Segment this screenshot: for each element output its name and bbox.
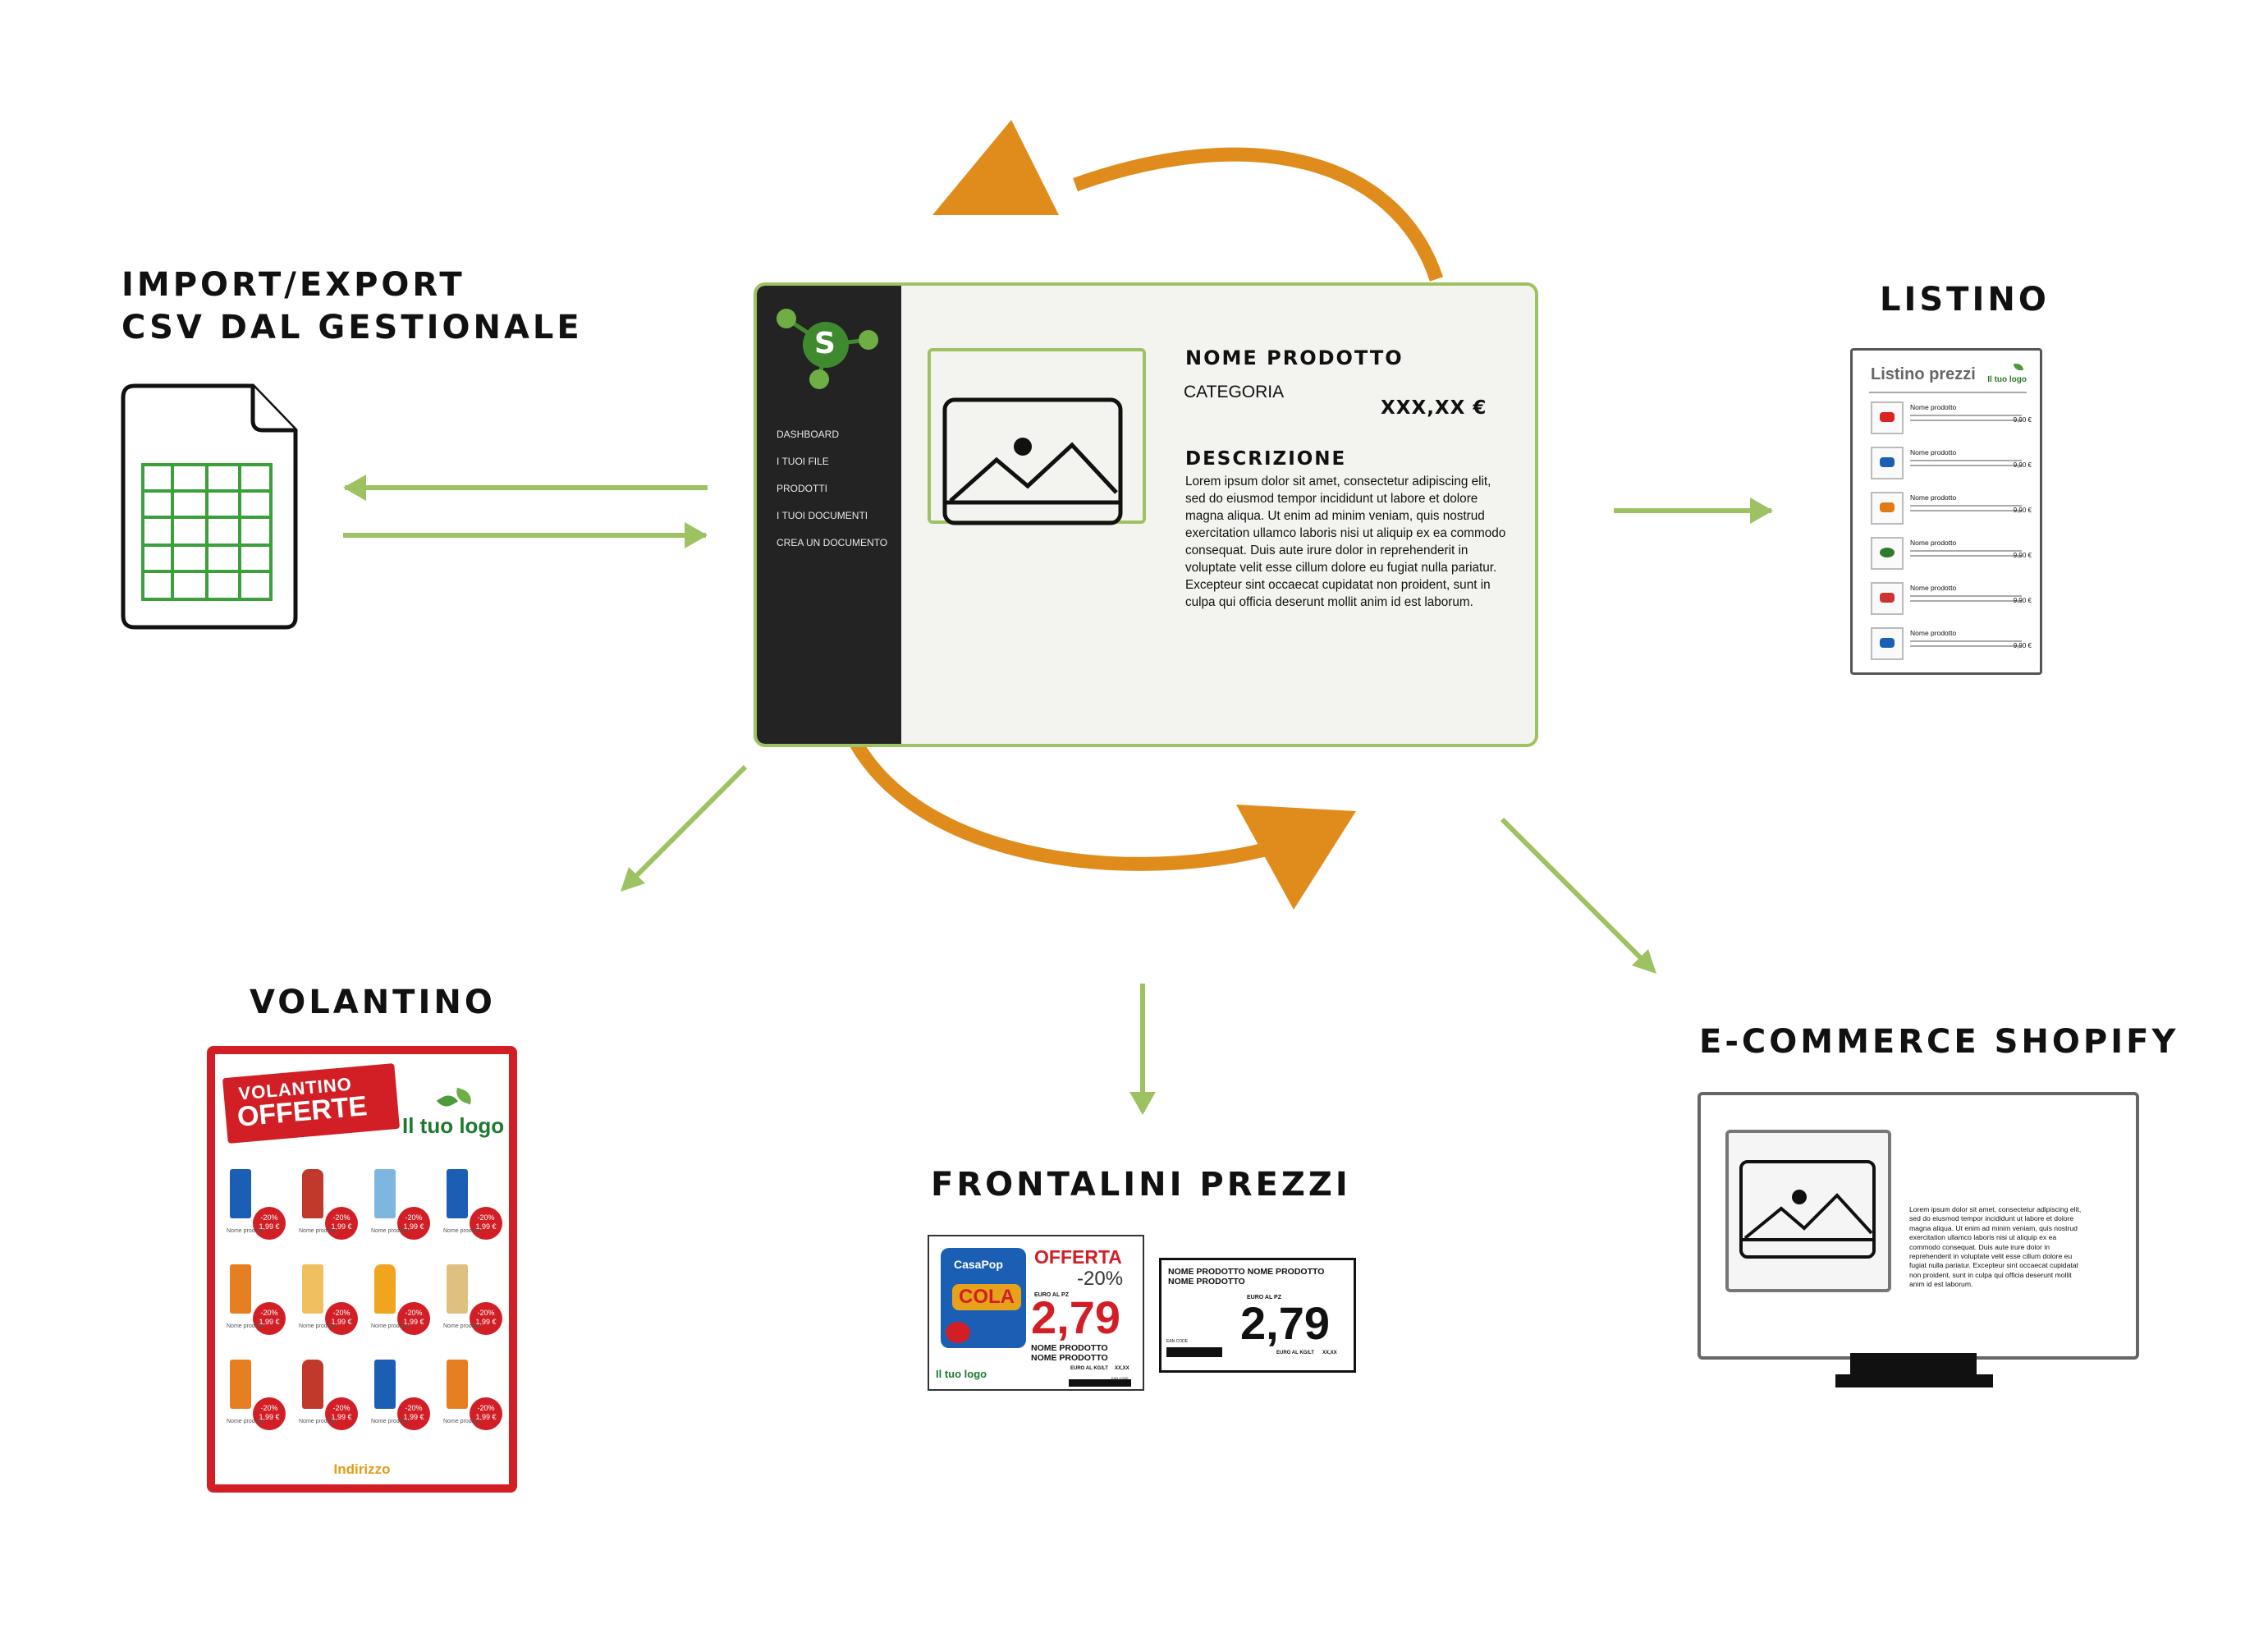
listino-row-price: 9,90 € bbox=[2013, 552, 2032, 559]
app-logo-letter: S bbox=[814, 327, 836, 360]
heading-import-export: IMPORT/EXPORT bbox=[121, 266, 465, 304]
listino-row-name: Nome prodotto bbox=[1910, 493, 1957, 502]
volantino-address: Indirizzo bbox=[333, 1461, 391, 1477]
price-tag-offer: CasaPop COLA OFFERTA -20% EURO AL PZ 2,7… bbox=[928, 1235, 1144, 1391]
listino-row-price: 9,90 € bbox=[2013, 642, 2032, 649]
listino-row-name: Nome prodotto bbox=[1910, 539, 1957, 547]
listino-row: Nome prodotto 9,90 € bbox=[1871, 537, 2032, 570]
flyer-product: -20%1,99 € Nome prodotto bbox=[438, 1355, 507, 1447]
csv-file-icon bbox=[121, 383, 298, 630]
heading-ecommerce: E-COMMERCE SHOPIFY bbox=[1699, 1023, 2179, 1061]
listino-row-name: Nome prodotto bbox=[1910, 584, 1957, 592]
description-title: DESCRIZIONE bbox=[1185, 448, 1347, 470]
product-image-box bbox=[928, 348, 1146, 525]
description-text: Lorem ipsum dolor sit amet, consectetur … bbox=[1185, 475, 1506, 609]
menu-item-create-document[interactable]: CREA UN DOCUMENTO bbox=[777, 537, 888, 548]
offer-discount: -20% bbox=[1077, 1268, 1124, 1290]
listino-row-name: Nome prodotto bbox=[1910, 629, 1957, 637]
barcode bbox=[1069, 1379, 1131, 1387]
heading-volantino: VOLANTINO bbox=[250, 984, 496, 1021]
app-logo-icon bbox=[777, 309, 878, 389]
offer-price: 2,79 bbox=[1031, 1291, 1120, 1343]
tag-logo: Il tuo logo bbox=[936, 1368, 987, 1380]
listino-logo-leaf-icon bbox=[2014, 364, 2023, 370]
arrow-to-ecommerce bbox=[1500, 817, 1656, 973]
cycle-arrowhead-bottom bbox=[1236, 805, 1356, 910]
flyer-product: -20%1,99 € Nome prodotto bbox=[438, 1259, 507, 1351]
listino-logo: Il tuo logo bbox=[1987, 375, 2027, 384]
flyer-product: -20%1,99 € Nome prodotto bbox=[222, 1164, 291, 1256]
flyer-product: -20%1,99 € Nome prodotto bbox=[366, 1259, 435, 1351]
flyer-product: -20%1,99 € Nome prodotto bbox=[222, 1259, 291, 1351]
product-category: CATEGORIA bbox=[1184, 383, 1285, 401]
product-title: NOME PRODOTTO bbox=[1185, 346, 1404, 369]
menu-item-products[interactable]: PRODOTTI bbox=[777, 483, 827, 494]
listino-row-price: 9,90 € bbox=[2013, 416, 2032, 424]
listino-row: Nome prodotto 9,90 € bbox=[1871, 582, 2032, 615]
flyer-product: -20%1,99 € Nome prodotto bbox=[366, 1164, 435, 1256]
listino-row: Nome prodotto 9,90 € bbox=[1871, 627, 2032, 660]
product-thumbnail bbox=[1871, 582, 1904, 615]
heading-listino: LISTINO bbox=[1880, 281, 2050, 319]
listino-row: Nome prodotto 9,90 € bbox=[1871, 401, 2032, 434]
listino-row-price: 9,90 € bbox=[2013, 461, 2032, 469]
listino-row-name: Nome prodotto bbox=[1910, 448, 1957, 456]
cycle-arrowhead-top bbox=[932, 120, 1059, 215]
listino-row-price: 9,90 € bbox=[2013, 597, 2032, 604]
listino-row: Nome prodotto 9,90 € bbox=[1871, 492, 2032, 525]
volantino-logo: Il tuo logo bbox=[402, 1113, 505, 1138]
image-placeholder-icon bbox=[942, 397, 1123, 525]
flyer-product: -20%1,99 € Nome prodotto bbox=[294, 1164, 363, 1256]
listino-row-price: 9,90 € bbox=[2013, 507, 2032, 514]
listino-divider bbox=[1869, 392, 2027, 393]
listino-sheet: Listino prezzi Il tuo logo Nome prodotto… bbox=[1850, 348, 2042, 675]
flyer-product: -20%1,99 € Nome prodotto bbox=[438, 1164, 507, 1256]
menu-item-documents[interactable]: I TUOI DOCUMENTI bbox=[777, 510, 868, 521]
standard-price: 2,79 bbox=[1240, 1297, 1330, 1349]
menu-item-dashboard[interactable]: DASHBOARD bbox=[777, 429, 840, 440]
flyer-product: -20%1,99 € Nome prodotto bbox=[294, 1259, 363, 1351]
price-tag-standard: NOME PRODOTTO NOME PRODOTTO NOME PRODOTT… bbox=[1159, 1258, 1356, 1373]
barcode bbox=[1166, 1347, 1222, 1357]
product-thumbnail bbox=[1871, 401, 1904, 434]
listino-row: Nome prodotto 9,90 € bbox=[1871, 447, 2032, 479]
flyer-product: -20%1,99 € Nome prodotto bbox=[294, 1355, 363, 1447]
listino-title: Listino prezzi bbox=[1871, 365, 1976, 383]
heading-frontalini: FRONTALINI PREZZI bbox=[931, 1166, 1351, 1204]
monitor-neck bbox=[1850, 1353, 1977, 1378]
offer-label: OFFERTA bbox=[1034, 1246, 1122, 1268]
cycle-arrow-bottom bbox=[847, 735, 1283, 871]
flyer-product: -20%1,99 € Nome prodotto bbox=[222, 1355, 291, 1447]
app-window: S DASHBOARD I TUOI FILE PRODOTTI I TUOI … bbox=[754, 282, 1538, 747]
menu-item-files[interactable]: I TUOI FILE bbox=[777, 456, 829, 467]
product-price: XXX,XX € bbox=[1381, 397, 1487, 419]
heading-csv-gestionale: CSV DAL GESTIONALE bbox=[121, 309, 583, 346]
volantino-flyer: VOLANTINO OFFERTE Il tuo logo -20%1,99 €… bbox=[207, 1046, 517, 1493]
logo-leaf-icon bbox=[929, 1236, 941, 1245]
logo-leaf-icon bbox=[436, 1091, 459, 1111]
volantino-banner: VOLANTINO OFFERTE bbox=[222, 1063, 401, 1144]
flyer-product: -20%1,99 € Nome prodotto bbox=[366, 1355, 435, 1447]
monitor-stand bbox=[1835, 1374, 1993, 1387]
product-thumbnail bbox=[1871, 492, 1904, 525]
cycle-arrow-top bbox=[1073, 147, 1444, 282]
product-thumbnail bbox=[1871, 537, 1904, 570]
listino-row-name: Nome prodotto bbox=[1910, 403, 1957, 411]
ecommerce-image-box bbox=[1725, 1130, 1891, 1292]
image-placeholder-icon bbox=[1739, 1160, 1876, 1259]
app-sidebar: S DASHBOARD I TUOI FILE PRODOTTI I TUOI … bbox=[757, 286, 901, 744]
ecommerce-monitor: Lorem ipsum dolor sit amet, consectetur … bbox=[1698, 1092, 2139, 1360]
product-thumbnail bbox=[1871, 447, 1904, 479]
ecommerce-description: Lorem ipsum dolor sit amet, consectetur … bbox=[1909, 1205, 2082, 1289]
arrow-to-volantino bbox=[621, 764, 748, 891]
product-thumbnail bbox=[1871, 627, 1904, 660]
